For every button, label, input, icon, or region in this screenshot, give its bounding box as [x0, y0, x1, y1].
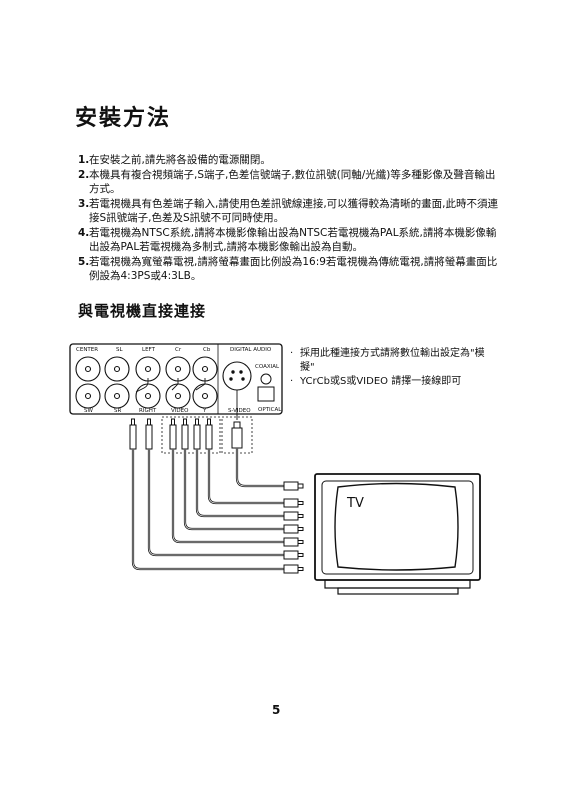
label-svideo: S-VIDEO [228, 408, 251, 414]
cable-highlights [132, 448, 284, 570]
step-number: 2. [78, 168, 90, 181]
label-digital-audio: DIGITAL AUDIO [230, 347, 272, 353]
step-number: 1. [78, 154, 90, 166]
step-text: 在安裝之前,請先將各設備的電源關閉。 [89, 154, 271, 166]
list-item: 5.若電視機為寬螢幕電視,請將螢幕畫面比例設為16:9若電視機為傳統電視,請將螢… [78, 255, 498, 284]
label-left: LEFT [142, 347, 156, 353]
bullet: · [290, 376, 294, 387]
jacks-bottom-row [75, 383, 218, 409]
label-sw: SW [84, 408, 93, 414]
cable-end-plugs [283, 481, 304, 574]
label-cb: Cb [203, 347, 211, 353]
tv-label: TV [346, 496, 364, 511]
label-center: CENTER [76, 347, 98, 353]
label-y: Y [202, 408, 207, 414]
note-text: 採用此種連接方式請將數位輸出設定為"模擬" [300, 348, 485, 373]
label-cr: Cr [175, 347, 182, 353]
label-sl: SL [116, 347, 123, 353]
connection-notes: · 採用此種連接方式請將數位輸出設定為"模擬" · YCrCb或S或VIDEO 請擇… [290, 347, 490, 389]
list-item: 2.本機具有複合視頻端子,S端子,色差信號端子,數位訊號(同軸/光纖)等多種影像… [78, 168, 498, 197]
note-text: YCrCb或S或VIDEO 請擇一接線即可 [300, 376, 462, 387]
label-coaxial: COAXIAL [255, 364, 280, 370]
step-number: 3. [78, 197, 90, 210]
page-title: 安裝方法 [75, 106, 172, 131]
installation-steps: 1.在安裝之前,請先將各設備的電源關閉。 2.本機具有複合視頻端子,S端子,色差… [78, 153, 498, 284]
rca-plugs [129, 418, 243, 450]
optical-jack [257, 386, 275, 402]
note-item: · 採用此種連接方式請將數位輸出設定為"模擬" [290, 347, 490, 375]
step-number: 5. [78, 255, 90, 268]
step-text: 若電視機具有色差端子輸入,請使用色差訊號線連接,可以獲得較為清晰的畫面,此時不須… [89, 197, 499, 225]
cables [131, 448, 284, 571]
step-text: 本機具有複合視頻端子,S端子,色差信號端子,數位訊號(同軸/光纖)等多種影像及聲… [89, 168, 496, 196]
list-item: 4.若電視機為NTSC系統,請將本機影像輸出設為NTSC若電視機為PAL系統,請… [78, 226, 498, 255]
label-optical: OPTICAL [258, 407, 282, 413]
label-sr: SR [114, 408, 121, 414]
jack-leader-lines [135, 378, 238, 420]
tv-set [314, 473, 481, 595]
label-video: VIDEO [171, 408, 189, 414]
page-number: 5 [272, 703, 281, 717]
list-item: 1.在安裝之前,請先將各設備的電源關閉。 [78, 153, 498, 168]
label-right: RIGHT [139, 408, 157, 414]
step-text: 若電視機為NTSC系統,請將本機影像輸出設為NTSC若電視機為PAL系統,請將本… [89, 226, 497, 254]
section-title: 與電視機直接連接 [78, 302, 207, 320]
note-item: · YCrCb或S或VIDEO 請擇一接線即可 [290, 375, 490, 389]
rear-panel [69, 343, 283, 415]
jacks-top-row [75, 356, 218, 382]
coaxial-jack [260, 373, 272, 385]
bullet: · [290, 348, 294, 359]
step-number: 4. [78, 226, 90, 239]
step-text: 若電視機為寬螢幕電視,請將螢幕畫面比例設為16:9若電視機為傳統電視,請將螢幕畫… [89, 255, 498, 283]
list-item: 3.若電視機具有色差端子輸入,請使用色差訊號線連接,可以獲得較為清晰的畫面,此時… [78, 197, 498, 226]
svideo-jack [222, 361, 252, 391]
